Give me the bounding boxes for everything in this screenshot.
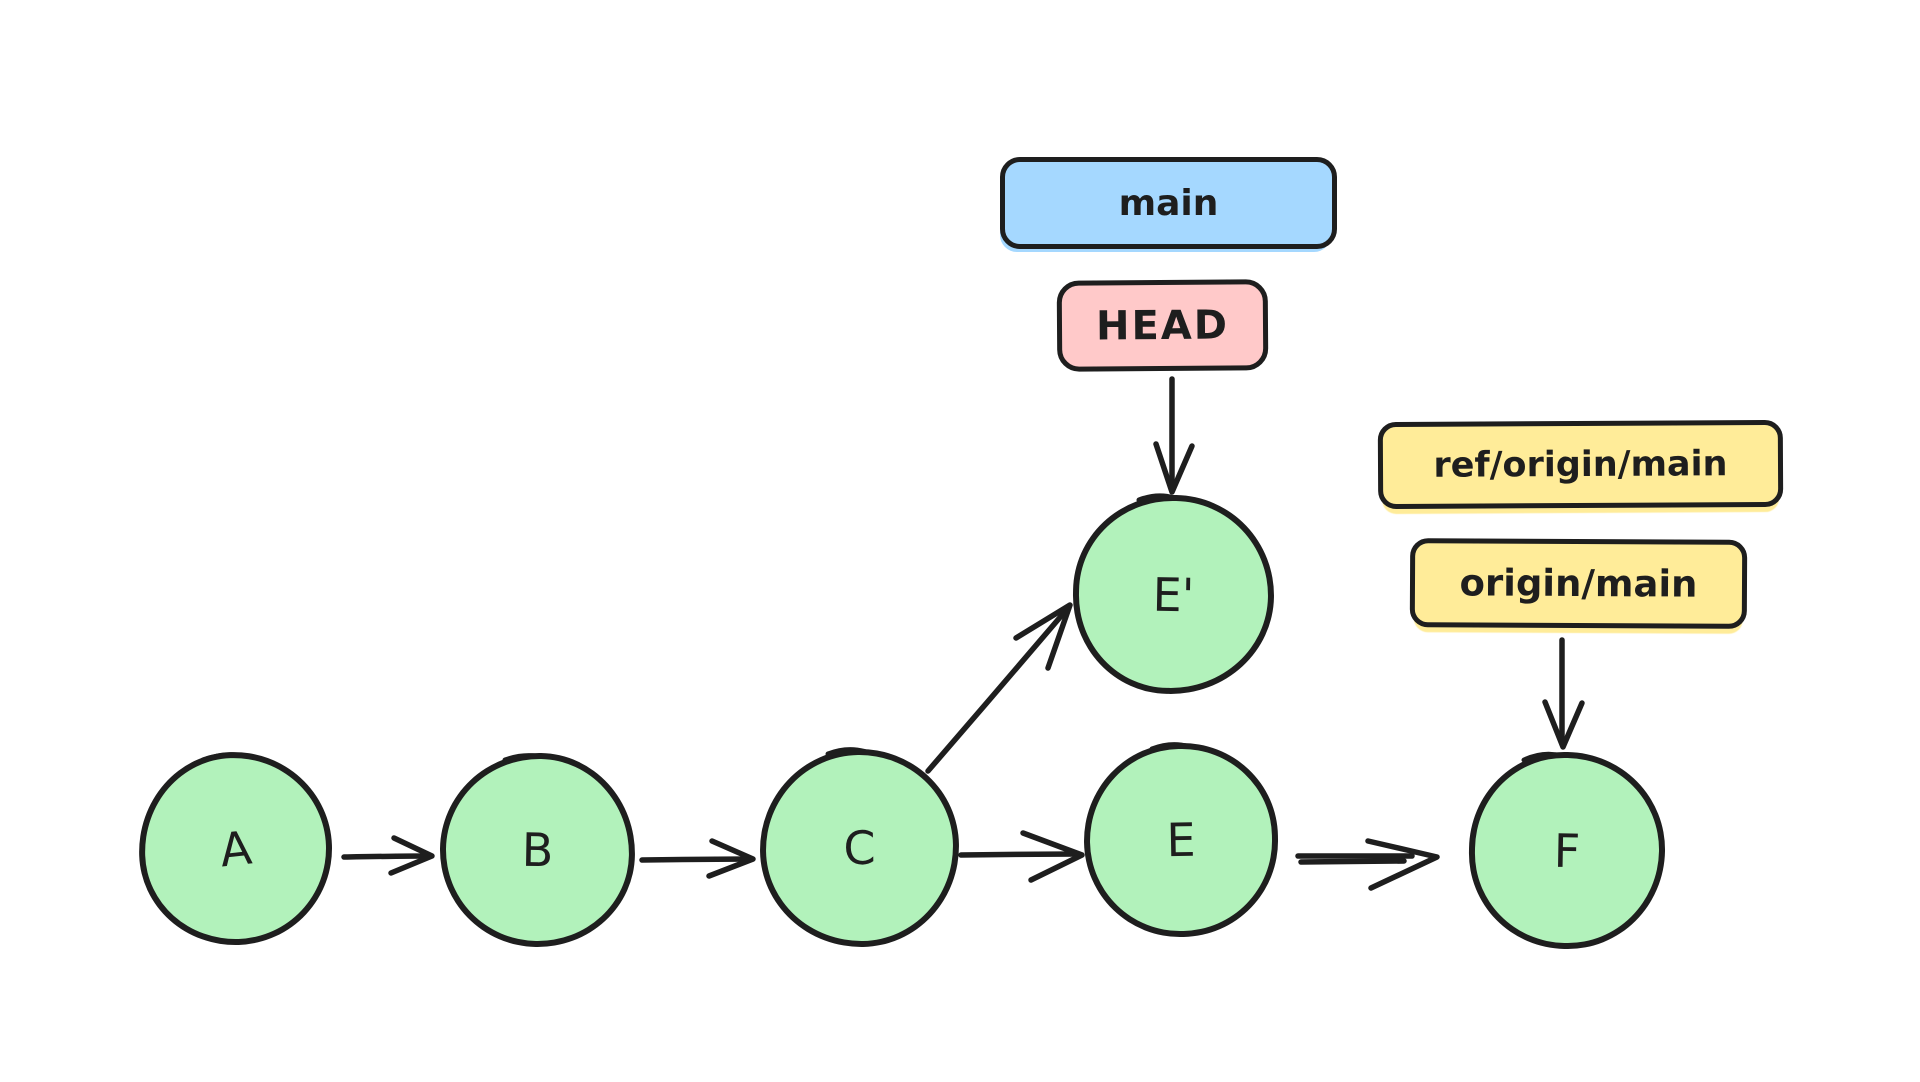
commit-label-a: A bbox=[217, 820, 254, 877]
arrow-e-to-f bbox=[1295, 838, 1440, 891]
head-badge-label: HEAD bbox=[1095, 302, 1230, 349]
commit-node-e: E bbox=[1082, 741, 1280, 939]
head-badge: HEAD bbox=[1056, 279, 1269, 372]
commit-label-e: E bbox=[1165, 812, 1197, 868]
commit-node-c: C bbox=[758, 747, 961, 949]
origin-main-badge-label: origin/main bbox=[1459, 561, 1698, 606]
origin-main-badge: origin/main bbox=[1409, 538, 1748, 629]
commit-label-c: C bbox=[842, 820, 877, 876]
pen-marks bbox=[200, 493, 1577, 766]
commit-label-f: F bbox=[1553, 823, 1581, 878]
remote-ref-badge: ref/origin/main bbox=[1377, 419, 1784, 510]
commit-node-e-prime: E' bbox=[1071, 493, 1276, 696]
remote-ref-badge-label: ref/origin/main bbox=[1433, 443, 1728, 486]
arrow-a-to-b bbox=[341, 835, 435, 876]
commit-node-b: B bbox=[438, 751, 637, 949]
arrow-b-to-c bbox=[639, 838, 756, 879]
commit-node-a: A bbox=[135, 748, 336, 949]
commit-node-f: F bbox=[1467, 750, 1667, 951]
commit-label-e-prime: E' bbox=[1152, 567, 1195, 622]
branch-badge-main-label: main bbox=[1118, 182, 1219, 224]
arrow-c-to-e-prime bbox=[925, 602, 1073, 774]
commit-label-b: B bbox=[521, 822, 554, 878]
arrow-origin-main-to-f bbox=[1542, 637, 1585, 750]
arrow-head-to-e-prime bbox=[1153, 376, 1195, 495]
arrow-c-to-e bbox=[958, 830, 1085, 883]
branch-badge-main: main bbox=[1000, 157, 1337, 249]
